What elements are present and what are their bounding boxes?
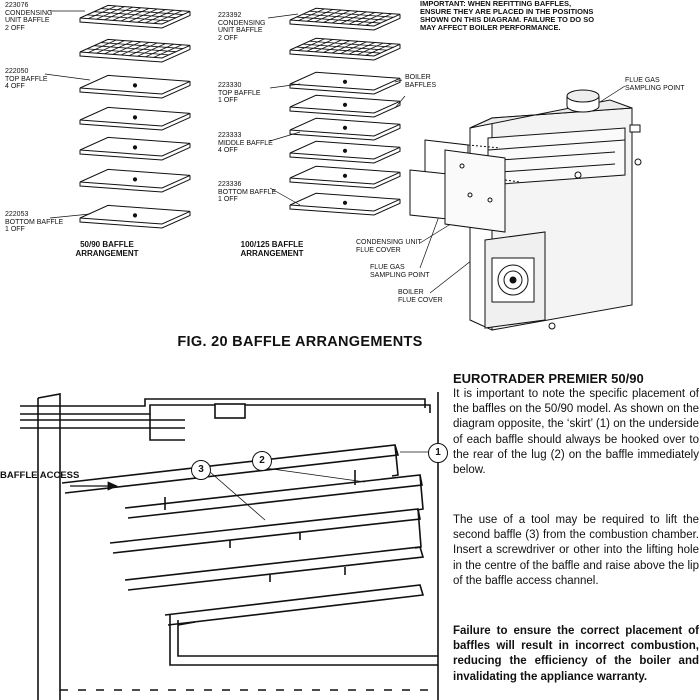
boiler-unit [409,89,642,331]
label-flue-gas-sampling-point-top: FLUE GAS SAMPLING POINT [625,77,685,92]
label-223392: 223392 CONDENSING UNIT BAFFLE 2 OFF [218,12,266,42]
mid-top-baffle-1 [289,71,401,95]
mid-bottom-baffle [289,192,401,216]
callout-1: 1 [428,443,448,463]
label-boiler-flue-cover: BOILER FLUE COVER [398,289,443,304]
left-top-baffle-1 [79,74,191,99]
paragraph-placement: It is important to note the specific pla… [453,388,699,477]
combustion-chamber-section [20,392,439,700]
label-222050: 222050 TOP BAFFLE 4 OFF [5,68,48,90]
paragraph-warning: Failure to ensure the correct placement … [453,625,699,683]
mid-middle-baffle-1 [289,117,401,141]
left-top-baffle-4 [79,168,191,193]
label-223076: 223076 CONDENSING UNIT BAFFLE 2 OFF [5,2,53,32]
figure-title: FIG. 20 BAFFLE ARRANGEMENTS [177,334,423,350]
left-top-baffle-2 [79,106,191,131]
left-top-baffle-3 [79,136,191,161]
label-223330: 223330 TOP BAFFLE 1 OFF [218,82,261,104]
caption-50-90: 50/90 BAFFLE ARRANGEMENT [75,240,139,258]
section-heading: EUROTRADER PREMIER 50/90 [453,371,644,386]
mid-middle-baffle-2 [289,140,401,164]
label-condensing-unit-flue-cover: CONDENSING UNIT FLUE COVER [356,239,422,254]
callout-3: 3 [191,460,211,480]
label-boiler-baffles: BOILER BAFFLES [405,74,437,89]
left-condensing-baffle-2 [79,38,191,63]
mid-middle-baffle-3 [289,165,401,189]
left-condensing-baffle-1 [79,4,191,29]
label-flue-gas-sampling-point: FLUE GAS SAMPLING POINT [370,264,430,279]
callout-2: 2 [252,451,272,471]
baffle-stacks [79,4,401,229]
caption-100-125: 100/125 BAFFLE ARRANGEMENT [240,240,304,258]
label-223336: 223336 BOTTOM BAFFLE 1 OFF [218,181,277,203]
mid-condensing-baffle-2 [289,37,401,61]
important-notice: IMPORTANT: WHEN REFITTING BAFFLES, ENSUR… [420,0,595,32]
baffle-access-label: BAFFLE ACCESS [0,470,80,481]
label-223333: 223333 MIDDLE BAFFLE 4 OFF [218,132,273,154]
label-222053: 222053 BOTTOM BAFFLE 1 OFF [5,211,64,233]
mid-top-baffle-2 [289,94,401,118]
left-bottom-baffle [79,204,191,229]
mid-condensing-baffle-1 [289,7,401,31]
paragraph-tool-use: The use of a tool may be required to lif… [453,514,699,587]
